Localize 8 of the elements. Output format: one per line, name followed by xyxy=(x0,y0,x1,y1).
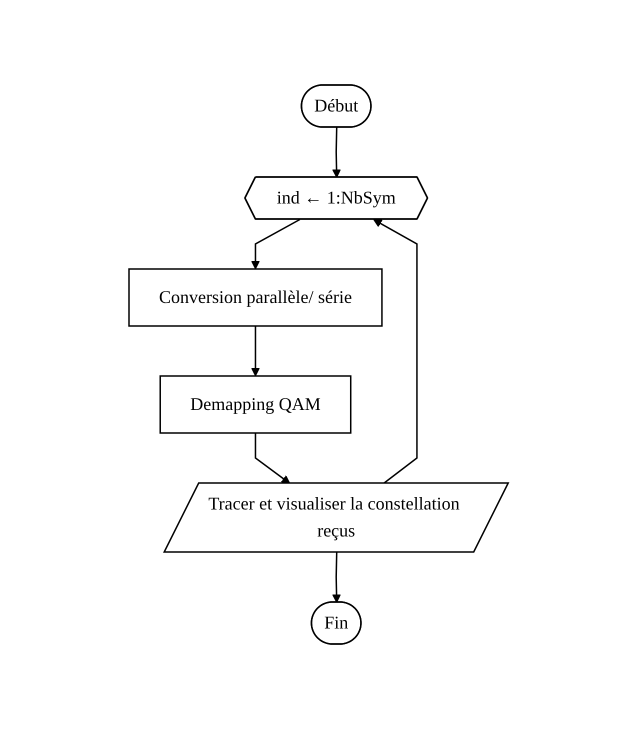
node-box: Conversion parallèle/ série xyxy=(128,268,384,327)
node-box: Demapping QAM xyxy=(160,375,352,434)
arrow xyxy=(332,552,342,603)
arrow xyxy=(251,218,301,270)
arrow xyxy=(251,326,260,376)
arrow xyxy=(255,433,291,484)
arrow xyxy=(374,219,418,484)
arrow xyxy=(332,127,342,178)
